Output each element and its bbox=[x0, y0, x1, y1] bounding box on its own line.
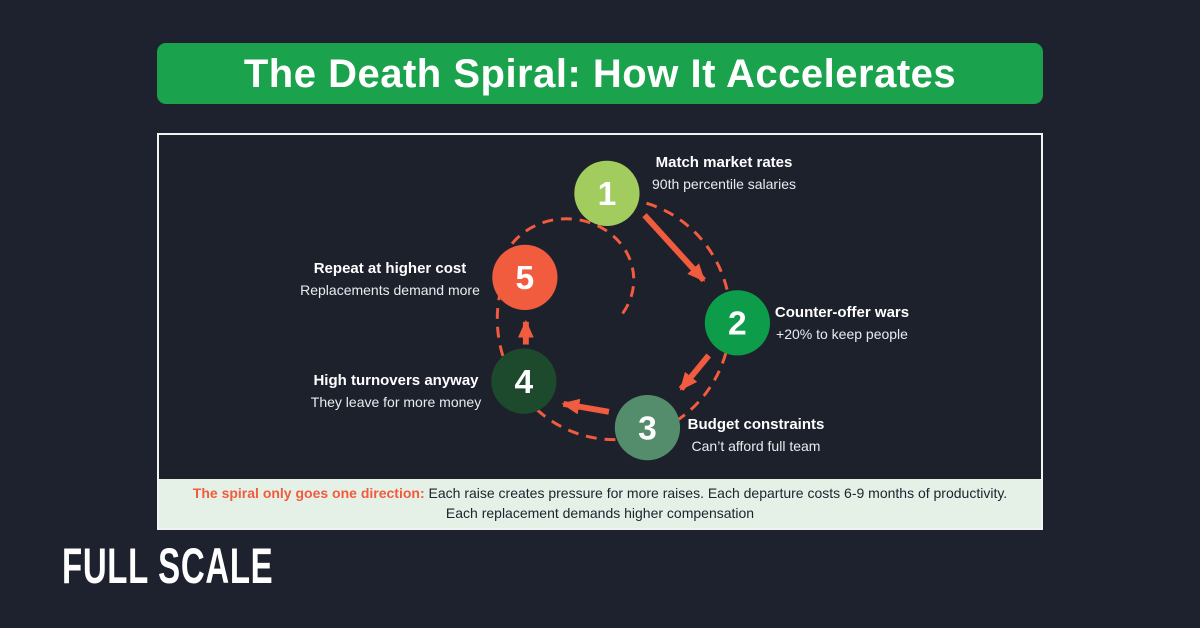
step-title: Counter-offer wars bbox=[774, 304, 910, 321]
step-title: High turnovers anyway bbox=[313, 372, 479, 389]
step-title: Match market rates bbox=[655, 154, 793, 171]
takeaway-body: Each raise creates pressure for more rai… bbox=[428, 484, 1008, 521]
step-subtitle: Replacements demand more bbox=[300, 281, 480, 298]
step-number-5: 5 bbox=[516, 260, 535, 297]
step-label-2: Counter-offer wars +20% to keep people bbox=[775, 304, 909, 343]
step-label-3: Budget constraints Can’t afford full tea… bbox=[688, 416, 825, 455]
step-subtitle: 90th percentile salaries bbox=[652, 175, 796, 192]
step-label-4: High turnovers anyway They leave for mor… bbox=[311, 372, 481, 411]
arrow-step1-to-step2 bbox=[642, 213, 706, 283]
takeaway-text: The spiral only goes one direction: Each… bbox=[179, 484, 1021, 523]
step-circle-1 bbox=[574, 160, 640, 226]
step-label-5: Repeat at higher cost Replacements deman… bbox=[300, 260, 480, 299]
full-scale-logo: FULL SCALE bbox=[62, 538, 274, 594]
spiral-diagram: 1 2 3 4 5 Match market rates 90th percen… bbox=[159, 135, 1041, 479]
step-circle-2 bbox=[704, 290, 771, 356]
step-subtitle: They leave for more money bbox=[310, 393, 482, 410]
step-subtitle: +20% to keep people bbox=[776, 325, 908, 342]
page-title: The Death Spiral: How It Accelerates bbox=[243, 51, 957, 96]
step-number-4: 4 bbox=[515, 364, 534, 401]
spiral-inner-arc bbox=[510, 217, 636, 317]
spiral-svg: 1 2 3 4 5 bbox=[491, 160, 771, 461]
arrow-step3-to-step4 bbox=[561, 398, 610, 415]
step-title: Budget constraints bbox=[687, 416, 825, 433]
takeaway-bar: The spiral only goes one direction: Each… bbox=[159, 479, 1041, 528]
step-number-1: 1 bbox=[598, 176, 617, 213]
step-title: Repeat at higher cost bbox=[313, 260, 467, 277]
title-banner: The Death Spiral: How It Accelerates bbox=[157, 43, 1043, 104]
step-circle-5 bbox=[492, 244, 558, 310]
diagram-panel: 1 2 3 4 5 Match market rates 90th percen… bbox=[157, 133, 1043, 530]
step-subtitle: Can’t afford full team bbox=[691, 437, 821, 454]
step-number-2: 2 bbox=[728, 306, 747, 343]
step-number-3: 3 bbox=[638, 410, 657, 447]
step-label-1: Match market rates 90th percentile salar… bbox=[652, 154, 796, 193]
step-circle-4 bbox=[491, 348, 557, 414]
arrow-step2-to-step3 bbox=[678, 353, 712, 391]
takeaway-lead: The spiral only goes one direction: bbox=[192, 484, 425, 501]
step-circle-3 bbox=[614, 394, 681, 461]
